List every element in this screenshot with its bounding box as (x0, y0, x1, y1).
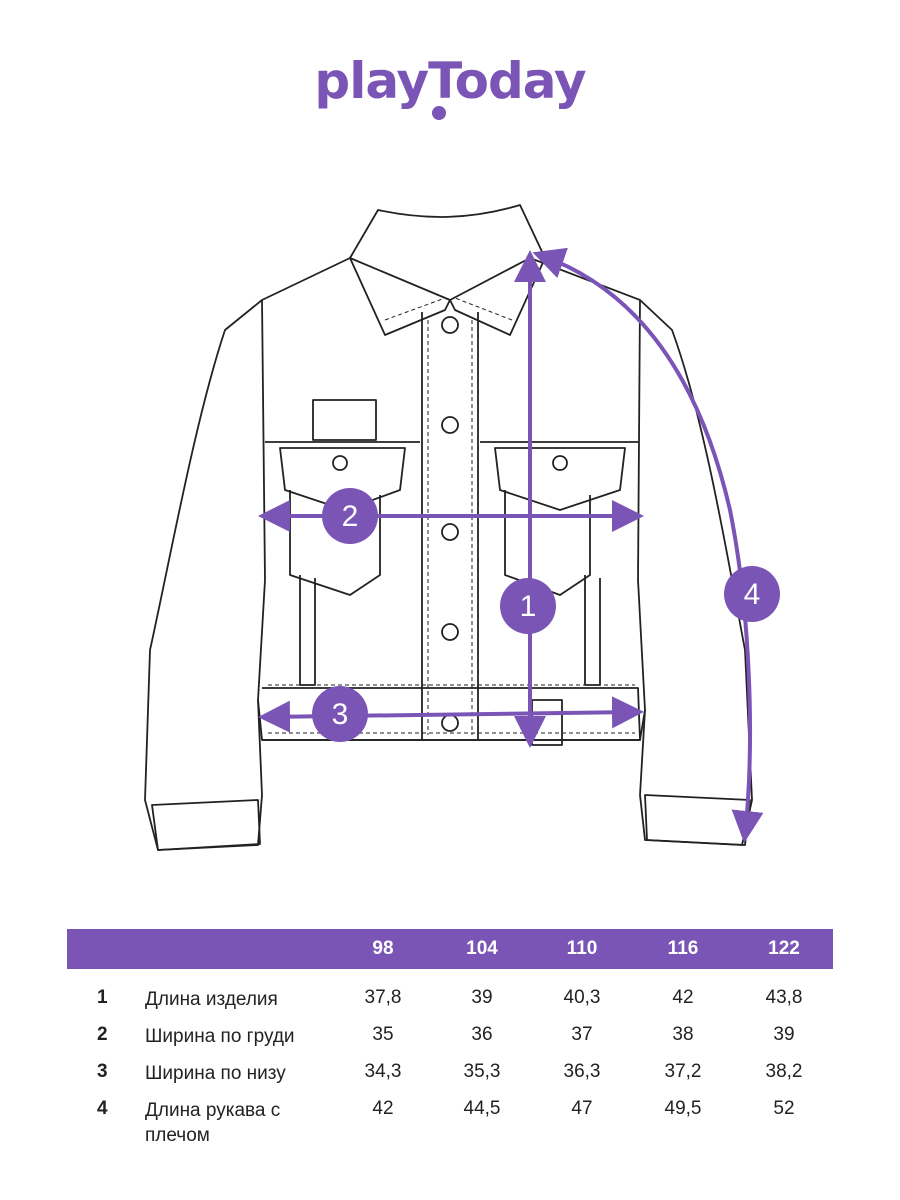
size-table: 98 104 110 116 122 1 Длина изделия 37,8 … (67, 929, 833, 1154)
value-cell: 38,2 (765, 1061, 803, 1082)
value-cell: 34,3 (364, 1061, 402, 1082)
marker-3 (312, 686, 368, 742)
value-cell: 49,5 (664, 1098, 702, 1119)
value-cell: 43,8 (765, 987, 803, 1008)
row-label: Длина рукава с плечом (145, 1100, 281, 1146)
size-116: 116 (667, 938, 699, 959)
table-row: 3 Ширина по низу 34,3 35,3 36,3 37,2 38,… (67, 1061, 833, 1098)
brand-logo: playToday (314, 52, 586, 110)
marker-1 (500, 578, 556, 634)
measurement-markers (312, 488, 780, 742)
value-cell: 44,5 (463, 1098, 501, 1119)
row-label: Ширина по низу (145, 1063, 286, 1084)
size-110: 110 (566, 938, 598, 959)
marker-2 (322, 488, 378, 544)
marker-label-3: 3 (332, 698, 349, 731)
value-cell: 39 (471, 987, 493, 1008)
row-number: 1 (97, 987, 108, 1008)
value-cell: 35 (372, 1024, 394, 1045)
value-cell: 42 (372, 1098, 394, 1119)
marker-label-4: 4 (744, 578, 761, 611)
value-cell: 36 (471, 1024, 493, 1045)
row-number: 3 (97, 1061, 108, 1082)
value-cell: 40,3 (563, 987, 601, 1008)
value-cell: 52 (773, 1098, 795, 1119)
size-104: 104 (466, 938, 498, 959)
row-label: Ширина по груди (145, 1026, 295, 1047)
marker-4 (724, 566, 780, 622)
collar (349, 204, 546, 336)
table-row: 2 Ширина по груди 35 36 37 38 39 (67, 1024, 833, 1061)
value-cell: 37 (571, 1024, 593, 1045)
left-sleeve (144, 299, 263, 851)
size-table-header: 98 104 110 116 122 (67, 929, 833, 969)
value-cell: 39 (773, 1024, 795, 1045)
row-number: 4 (97, 1098, 108, 1119)
table-row: 1 Длина изделия 37,8 39 40,3 42 43,8 (67, 987, 833, 1024)
value-cell: 37,2 (664, 1061, 702, 1082)
jacket-body-outline (257, 257, 646, 741)
row-label: Длина изделия (145, 989, 278, 1010)
right-chest-pocket (494, 447, 626, 511)
size-122: 122 (768, 938, 800, 959)
value-cell: 38 (672, 1024, 694, 1045)
value-cell: 36,3 (563, 1061, 601, 1082)
table-row: 4 Длина рукава с плечом 42 44,5 47 49,5 … (67, 1098, 833, 1154)
size-98: 98 (372, 938, 394, 959)
jacket-diagram: 2 1 3 4 (144, 204, 780, 851)
marker-label-2: 2 (342, 500, 359, 533)
value-cell: 47 (571, 1098, 593, 1119)
marker-label-1: 1 (520, 590, 537, 623)
value-cell: 42 (672, 987, 694, 1008)
logo-dot (432, 106, 446, 120)
value-cell: 35,3 (463, 1061, 501, 1082)
value-cell: 37,8 (364, 987, 402, 1008)
row-number: 2 (97, 1024, 108, 1045)
